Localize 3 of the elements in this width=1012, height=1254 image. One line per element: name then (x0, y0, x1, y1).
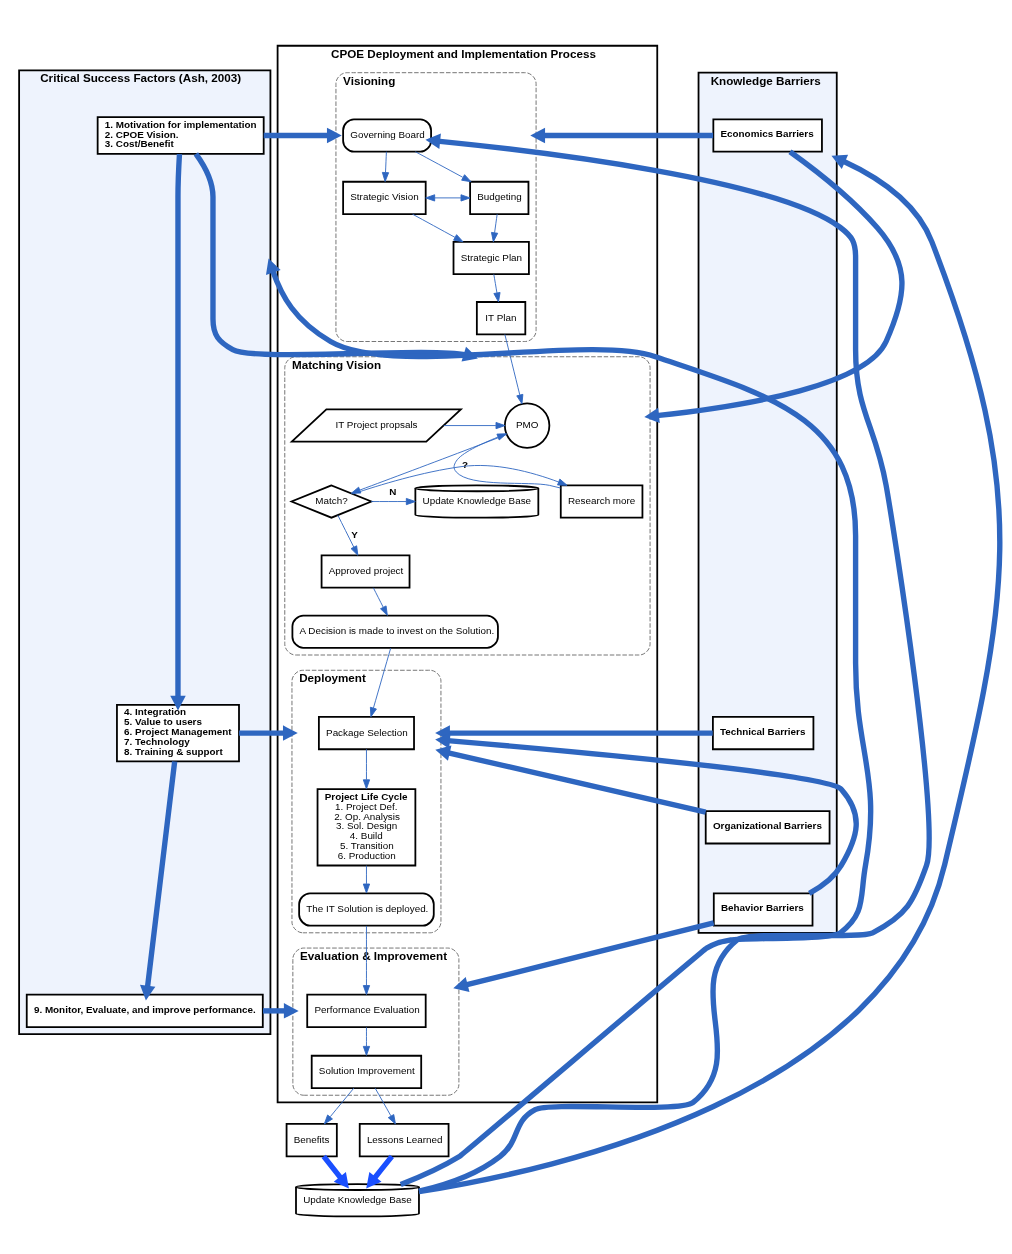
edge-label: Y (351, 528, 358, 540)
edge-label: N (389, 485, 397, 497)
edge-label: ? (462, 458, 469, 470)
